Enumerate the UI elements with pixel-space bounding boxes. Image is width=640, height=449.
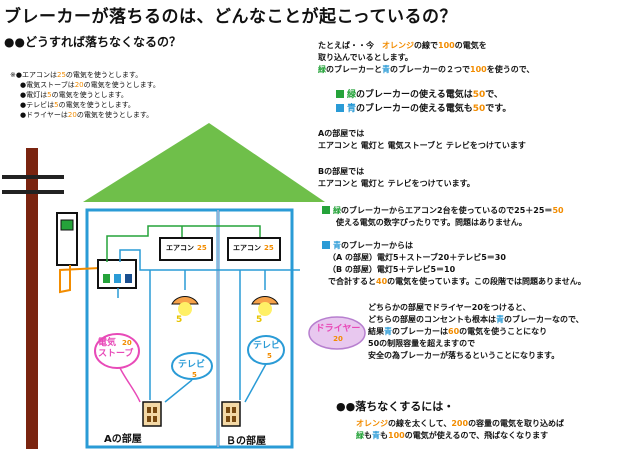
- pole-crossarm: [2, 175, 64, 179]
- pole-crossarm: [2, 190, 64, 194]
- house-roof: [83, 123, 325, 202]
- green-calculation: 緑のブレーカーからエアコン2台を使っているので25＋25＝50 使える電気の数字…: [322, 205, 564, 229]
- light-value-a: 5: [176, 315, 183, 325]
- outlet-icon: [221, 401, 241, 427]
- tv-label-b: テレビ 5: [253, 341, 281, 360]
- green-wire: [106, 225, 261, 262]
- subtitle: ●●どうすれば落ちなくなるの？: [4, 35, 181, 49]
- main-breaker-icon: [125, 274, 132, 283]
- blue-wire: [117, 249, 300, 298]
- dryer: [308, 316, 366, 350]
- room-b-description: Bの部屋では エアコンと 電灯と テレビをつけています。: [318, 167, 475, 188]
- room-a-label: Aの部屋: [104, 434, 142, 445]
- dryer-label: ドライヤー 20: [315, 324, 361, 343]
- dryer-explanation: どちらかの部屋でドライヤー20をつけると、 どちらの部屋のコンセントも根本は青の…: [368, 303, 584, 360]
- outlet-icon: [142, 401, 162, 427]
- solution-heading: ●●落ちなくするには・: [336, 400, 455, 413]
- assumption-item: ●テレビは5の電気を使うとします。: [20, 101, 135, 109]
- capacity-text: 緑のブレーカーの使える電気は50で、 青のブレーカーの使える電気も50です。: [336, 88, 511, 116]
- tv-a: [171, 352, 213, 380]
- aircon-unit: [227, 237, 281, 261]
- blue-breaker-icon: [114, 274, 121, 283]
- green-breaker-icon: [103, 274, 110, 283]
- light-value-b: 5: [256, 315, 263, 325]
- electric-stove: [94, 333, 140, 369]
- intro-text: たとえば・・今 オレンジの線で100の電気を 取り込んでいるとします。 緑のブレ…: [318, 41, 535, 74]
- ceiling-light-icon: [251, 296, 279, 316]
- assumption-item: ●ドライヤーは20の電気を使うとします。: [20, 111, 154, 119]
- aircon-unit: [159, 237, 213, 261]
- assumption-item: ●電気ストーブは20の電気を使うとします。: [20, 81, 160, 89]
- ceiling-light-icon: [171, 296, 199, 316]
- assumption-list: ※●エアコンは25の電気を使うとします。 ●電気ストーブは20の電気を使うとしま…: [10, 70, 160, 120]
- solution-text: オレンジの線を太くして、200の容量の電気を取り込めば 緑も青も100の電気が使…: [356, 419, 565, 440]
- assumption-item: ※●エアコンは25の電気を使うとします。: [10, 71, 143, 79]
- page-title: ブレーカーが落ちるのは、どんなことが起こっているの？: [4, 7, 457, 27]
- room-b-label: Ｂの部屋: [226, 436, 266, 447]
- green-square-icon: [336, 90, 344, 98]
- blue-calculation: 青のブレーカーからは （A の部屋）電灯5＋ストーブ20＋テレビ5＝30 （B …: [322, 240, 586, 288]
- utility-pole: [26, 148, 38, 449]
- room-a-description: Aの部屋では エアコンと 電灯と 電気ストーブと テレビをつけています: [318, 129, 526, 150]
- assumption-item: ●電灯は5の電気を使うとします。: [20, 91, 128, 99]
- green-square-icon: [322, 206, 330, 214]
- tv-label-a: テレビ 5: [178, 360, 206, 379]
- blue-square-icon: [322, 241, 330, 249]
- orange-main-wire: [59, 265, 101, 294]
- blue-square-icon: [336, 104, 344, 112]
